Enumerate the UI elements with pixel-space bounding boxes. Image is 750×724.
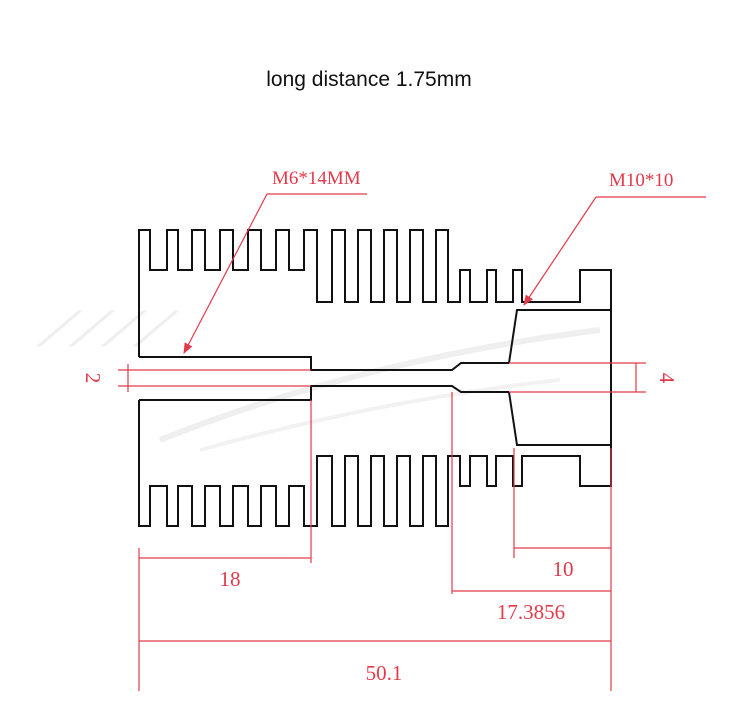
callout-right-thread: M10*10 [523,170,706,306]
bore-channel-lower [139,385,509,401]
callout-left-thread: M6*14MM [183,168,367,354]
dim-total-length: 50.1 [366,661,403,685]
bore-channel-upper [139,356,509,371]
right-thread-pocket [508,309,612,446]
svg-text:⟋⟋⟋⟋: ⟋⟋⟋⟋ [32,303,182,357]
dim-thread-length: 18 [220,567,241,591]
watermark: ⟋⟋⟋⟋ [32,303,601,452]
callout-right-thread-label: M10*10 [609,170,673,191]
heatsink-top-fins [138,229,612,357]
dim-bore-large: 4 [655,373,679,384]
callout-left-thread-label: M6*14MM [272,168,361,189]
bore-dimension-lines [118,362,646,393]
dimension-lines [139,547,611,642]
dim-right-length: 10 [553,557,574,581]
heatsink-bottom-fins [138,400,612,527]
drawing-title: long distance 1.75mm [266,68,472,91]
dim-bore-small: 2 [81,373,105,384]
extension-lines [138,392,612,691]
dim-taper-position: 17.3856 [497,600,565,624]
